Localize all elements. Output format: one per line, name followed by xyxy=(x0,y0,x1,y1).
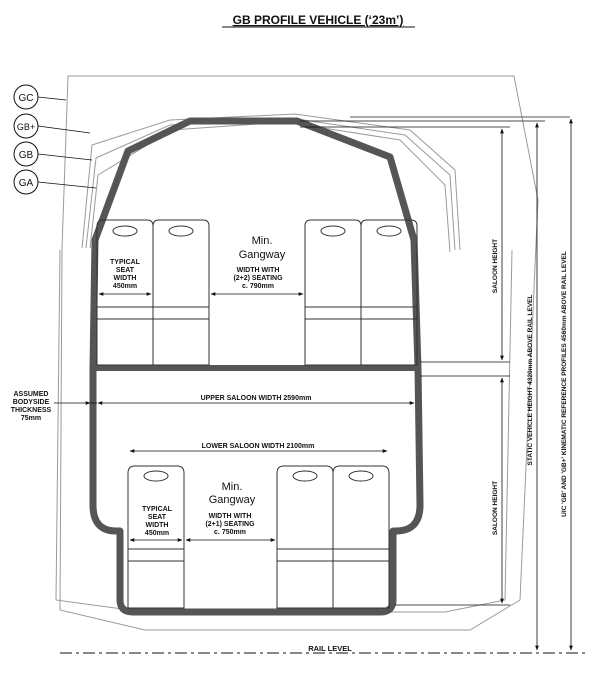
upper-seat-label-line-3: WIDTH xyxy=(114,275,137,282)
upper-seat-left-inner xyxy=(152,219,210,366)
gauge-ga-text: GA xyxy=(19,178,34,189)
upper-gangway-note-line-3: c. 790mm xyxy=(242,283,274,290)
uic-height-label: UIC 'GB' AND 'GB+' KINEMATIC REFERENCE P… xyxy=(561,251,568,517)
lower-seat-label-line-1: TYPICAL xyxy=(142,506,173,513)
lower-gangway-note-line-3: c. 750mm xyxy=(214,529,246,536)
rail-level-label: RAIL LEVEL xyxy=(308,644,352,653)
upper-seat-label-line-4: 450mm xyxy=(113,283,137,290)
upper-seat-left-outer xyxy=(96,219,154,366)
lower-saloon-width-label: LOWER SALOON WIDTH 2100mm xyxy=(202,443,315,450)
height-dimensions xyxy=(300,118,573,651)
gauge-gb-plus-label: GB+ xyxy=(13,113,91,139)
vehicle-body-outline xyxy=(89,117,424,616)
gauge-gb-plus-outline xyxy=(81,113,461,251)
upper-seat-label: TYPICAL SEAT WIDTH 450mm xyxy=(110,259,141,290)
upper-gangway-title-line-2: Gangway xyxy=(239,249,286,261)
gauge-lower-outline xyxy=(55,249,513,613)
upper-seat-label-line-1: TYPICAL xyxy=(110,259,141,266)
bodyside-label-line-4: 75mm xyxy=(21,415,41,422)
lower-seat-label-line-3: WIDTH xyxy=(146,522,169,529)
bodyside-label-line-3: THICKNESS xyxy=(11,407,52,414)
upper-gangway-title: Min. Gangway xyxy=(239,235,286,261)
gauge-gb-label: GB xyxy=(13,141,93,167)
upper-saloon-height-label: SALOON HEIGHT xyxy=(492,239,499,293)
lower-gangway-note: WIDTH WITH (2+1) SEATING c. 750mm xyxy=(205,513,255,536)
lower-gangway-title: Min. Gangway xyxy=(209,481,256,506)
upper-gangway-title-line-1: Min. xyxy=(252,235,273,247)
upper-saloon-width-label: UPPER SALOON WIDTH 2590mm xyxy=(201,395,312,402)
upper-gangway-note-line-1: WIDTH WITH xyxy=(237,267,280,274)
upper-gangway-note: WIDTH WITH (2+2) SEATING c. 790mm xyxy=(233,267,283,290)
gauge-gb-text: GB xyxy=(19,150,34,161)
lower-seat-label-line-2: SEAT xyxy=(148,514,167,521)
lower-seat-label: TYPICAL SEAT WIDTH 450mm xyxy=(142,506,173,537)
gauge-ga-label: GA xyxy=(13,169,97,195)
upper-seat-right-outer xyxy=(360,219,418,366)
upper-seat-label-line-2: SEAT xyxy=(116,267,135,274)
lower-gangway-note-line-2: (2+1) SEATING xyxy=(205,521,255,528)
lower-saloon-height-label: SALOON HEIGHT xyxy=(492,481,499,535)
gauge-labels: GC GB+ GB GA xyxy=(13,84,97,195)
lower-seat-right-inner xyxy=(276,465,334,609)
bodyside-label-line-1: ASSUMED xyxy=(13,391,48,398)
gauge-outlines xyxy=(55,75,570,631)
lower-seat-label-line-4: 450mm xyxy=(145,530,169,537)
gauge-gc-outline xyxy=(59,75,539,631)
lower-seat-left xyxy=(127,465,185,609)
upper-seat-right-inner xyxy=(304,219,362,366)
gauge-gc-text: GC xyxy=(19,93,34,104)
lower-gangway-note-line-1: WIDTH WITH xyxy=(209,513,252,520)
lower-seats xyxy=(127,465,390,609)
lower-seat-right-outer xyxy=(332,465,390,609)
bodyside-label-line-2: BODYSIDE xyxy=(13,399,50,406)
static-height-label: STATIC VEHICLE HEIGHT 4320mm ABOVE RAIL … xyxy=(527,294,534,465)
diagram-title: GB PROFILE VEHICLE (‘23m’) xyxy=(233,13,404,27)
height-labels: SALOON HEIGHT SALOON HEIGHT STATIC VEHIC… xyxy=(492,239,568,535)
gauge-gb-plus-text: GB+ xyxy=(17,122,35,132)
lower-gangway-title-line-2: Gangway xyxy=(209,494,256,506)
bodyside-label: ASSUMED BODYSIDE THICKNESS 75mm xyxy=(11,391,52,422)
lower-gangway-title-line-1: Min. xyxy=(222,481,243,493)
upper-seats xyxy=(96,219,418,366)
gauge-gc-label: GC xyxy=(13,84,67,110)
upper-gangway-note-line-2: (2+2) SEATING xyxy=(233,275,283,282)
